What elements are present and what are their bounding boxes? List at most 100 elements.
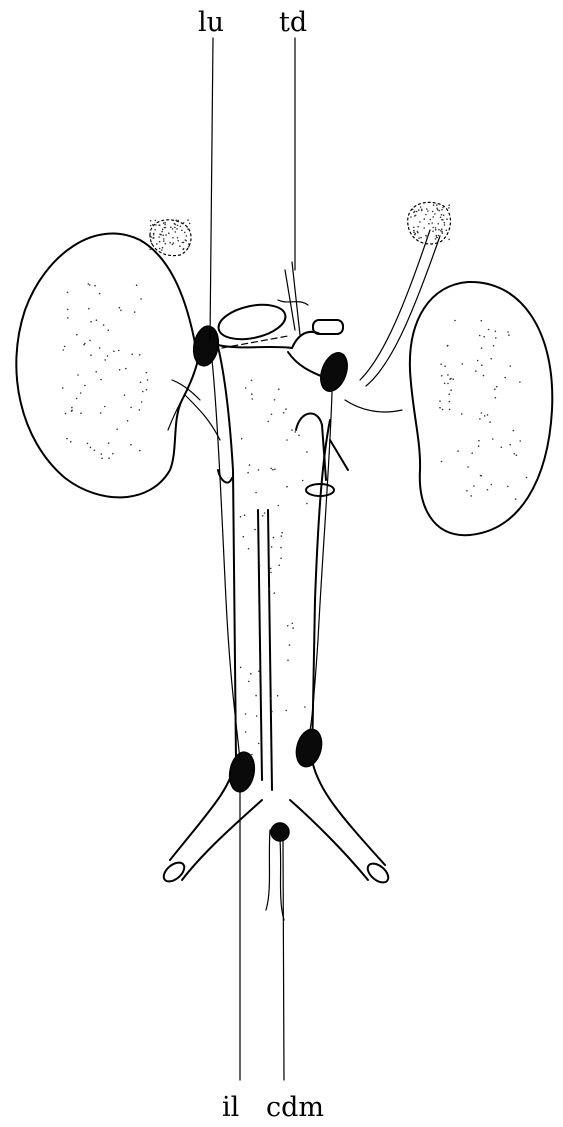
stipple-dot [413,232,415,234]
leader-lu [210,38,213,340]
stipple-dot [420,237,422,239]
stipple-dot [487,489,489,491]
stipple-dot [441,214,443,216]
stipple-dot [504,377,506,379]
stipple-dot [80,412,82,414]
stipple-dot [125,368,127,370]
stipple-dot [176,228,178,230]
stipple-dot [507,486,509,488]
stipple-dot [449,401,451,403]
stipple-dot [516,454,518,456]
stipple-dot [278,388,280,390]
stipple-dot [189,223,191,225]
stipple-dot [156,243,158,245]
stipple-dot [439,210,441,212]
stipple-dot [292,627,294,629]
stipple-dot [130,407,132,409]
stipple-dot [140,298,142,300]
stipple-dot [177,220,179,222]
stipple-dot [492,438,494,440]
stipple-dot [289,644,291,646]
stipple-dot [188,243,190,245]
stipple-dot [172,244,174,246]
stipple-dot [493,345,495,347]
stipple-dot [306,503,308,505]
stipple-dot [432,227,434,229]
stipple-dot [448,207,450,209]
stipple-dot [479,418,481,420]
stipple-dot [67,292,69,294]
stipple-dot [440,230,442,232]
stipple-dot [264,512,266,514]
stipple-dot [252,398,254,400]
stipple-dot [67,309,69,311]
stipple-dot [255,695,257,697]
stipple-dot [488,329,490,331]
stipple-dot [256,715,258,717]
stipple-dot [448,239,450,241]
stipple-dot [274,592,276,594]
stipple-dot [287,625,289,627]
stipple-dot [478,445,480,447]
left-kidney [16,234,198,498]
stipple-dot [484,415,486,417]
stipple-dot [160,234,162,236]
stipple-dot [442,219,444,221]
stipple-dot [127,420,129,422]
stipple-dot [139,354,141,356]
stipple-dot [442,232,444,234]
stipple-dot [285,710,287,712]
stipple-dot [441,461,443,463]
stipple-dot [424,218,426,220]
stipple-dot [99,347,101,349]
stipple-dot [258,469,260,471]
stipple-dot [251,393,253,395]
stipple-dot [416,211,418,213]
stipple-dot [270,572,272,574]
stipple-dot [278,505,280,507]
stipple-dot [162,247,164,249]
stipple-dot [155,224,157,226]
stipple-dot [283,412,285,414]
stipple-dot [487,414,489,416]
stipple-dot [494,388,496,390]
stipple-dot [247,472,249,474]
stipple-dot [251,380,253,382]
stipple-dot [444,383,446,385]
stipple-dot [433,204,435,206]
stipple-dot [435,238,437,240]
stipple-dot [169,242,171,244]
lumbar-node-left [191,324,222,368]
stipple-dot [180,226,182,228]
stipple-dot [479,335,481,337]
stipple-dot [449,409,451,411]
stipple-dot [278,564,280,566]
stipple-dot [163,222,165,224]
stipple-dot [441,209,443,211]
stipple-dot [270,468,272,470]
stipple-dot [107,355,109,357]
stipple-dot [415,233,417,235]
stipple-dot [432,211,434,213]
caudal-mesenteric-node [271,823,289,841]
stipple-dot [174,227,176,229]
stipple-dot [501,447,503,449]
stipple-dot [514,453,516,455]
stipple-dot [274,469,276,471]
stipple-dot [101,453,103,455]
stipple-dot [258,671,260,673]
stipple-dot [150,236,152,238]
stipple-dot [116,429,118,431]
stipple-dot [245,387,247,389]
label-cdm: cdm [266,1094,324,1121]
stipple-dot [183,242,185,244]
stipple-dot [419,221,421,223]
stipple-dot [447,345,449,347]
stipple-dot [87,443,89,445]
stipple-dot [103,324,105,326]
stipple-dot [435,229,437,231]
stipple-dot [509,444,511,446]
stipple-dot [446,229,448,231]
stipple-dot [457,450,459,452]
stipple-dot [439,400,441,402]
